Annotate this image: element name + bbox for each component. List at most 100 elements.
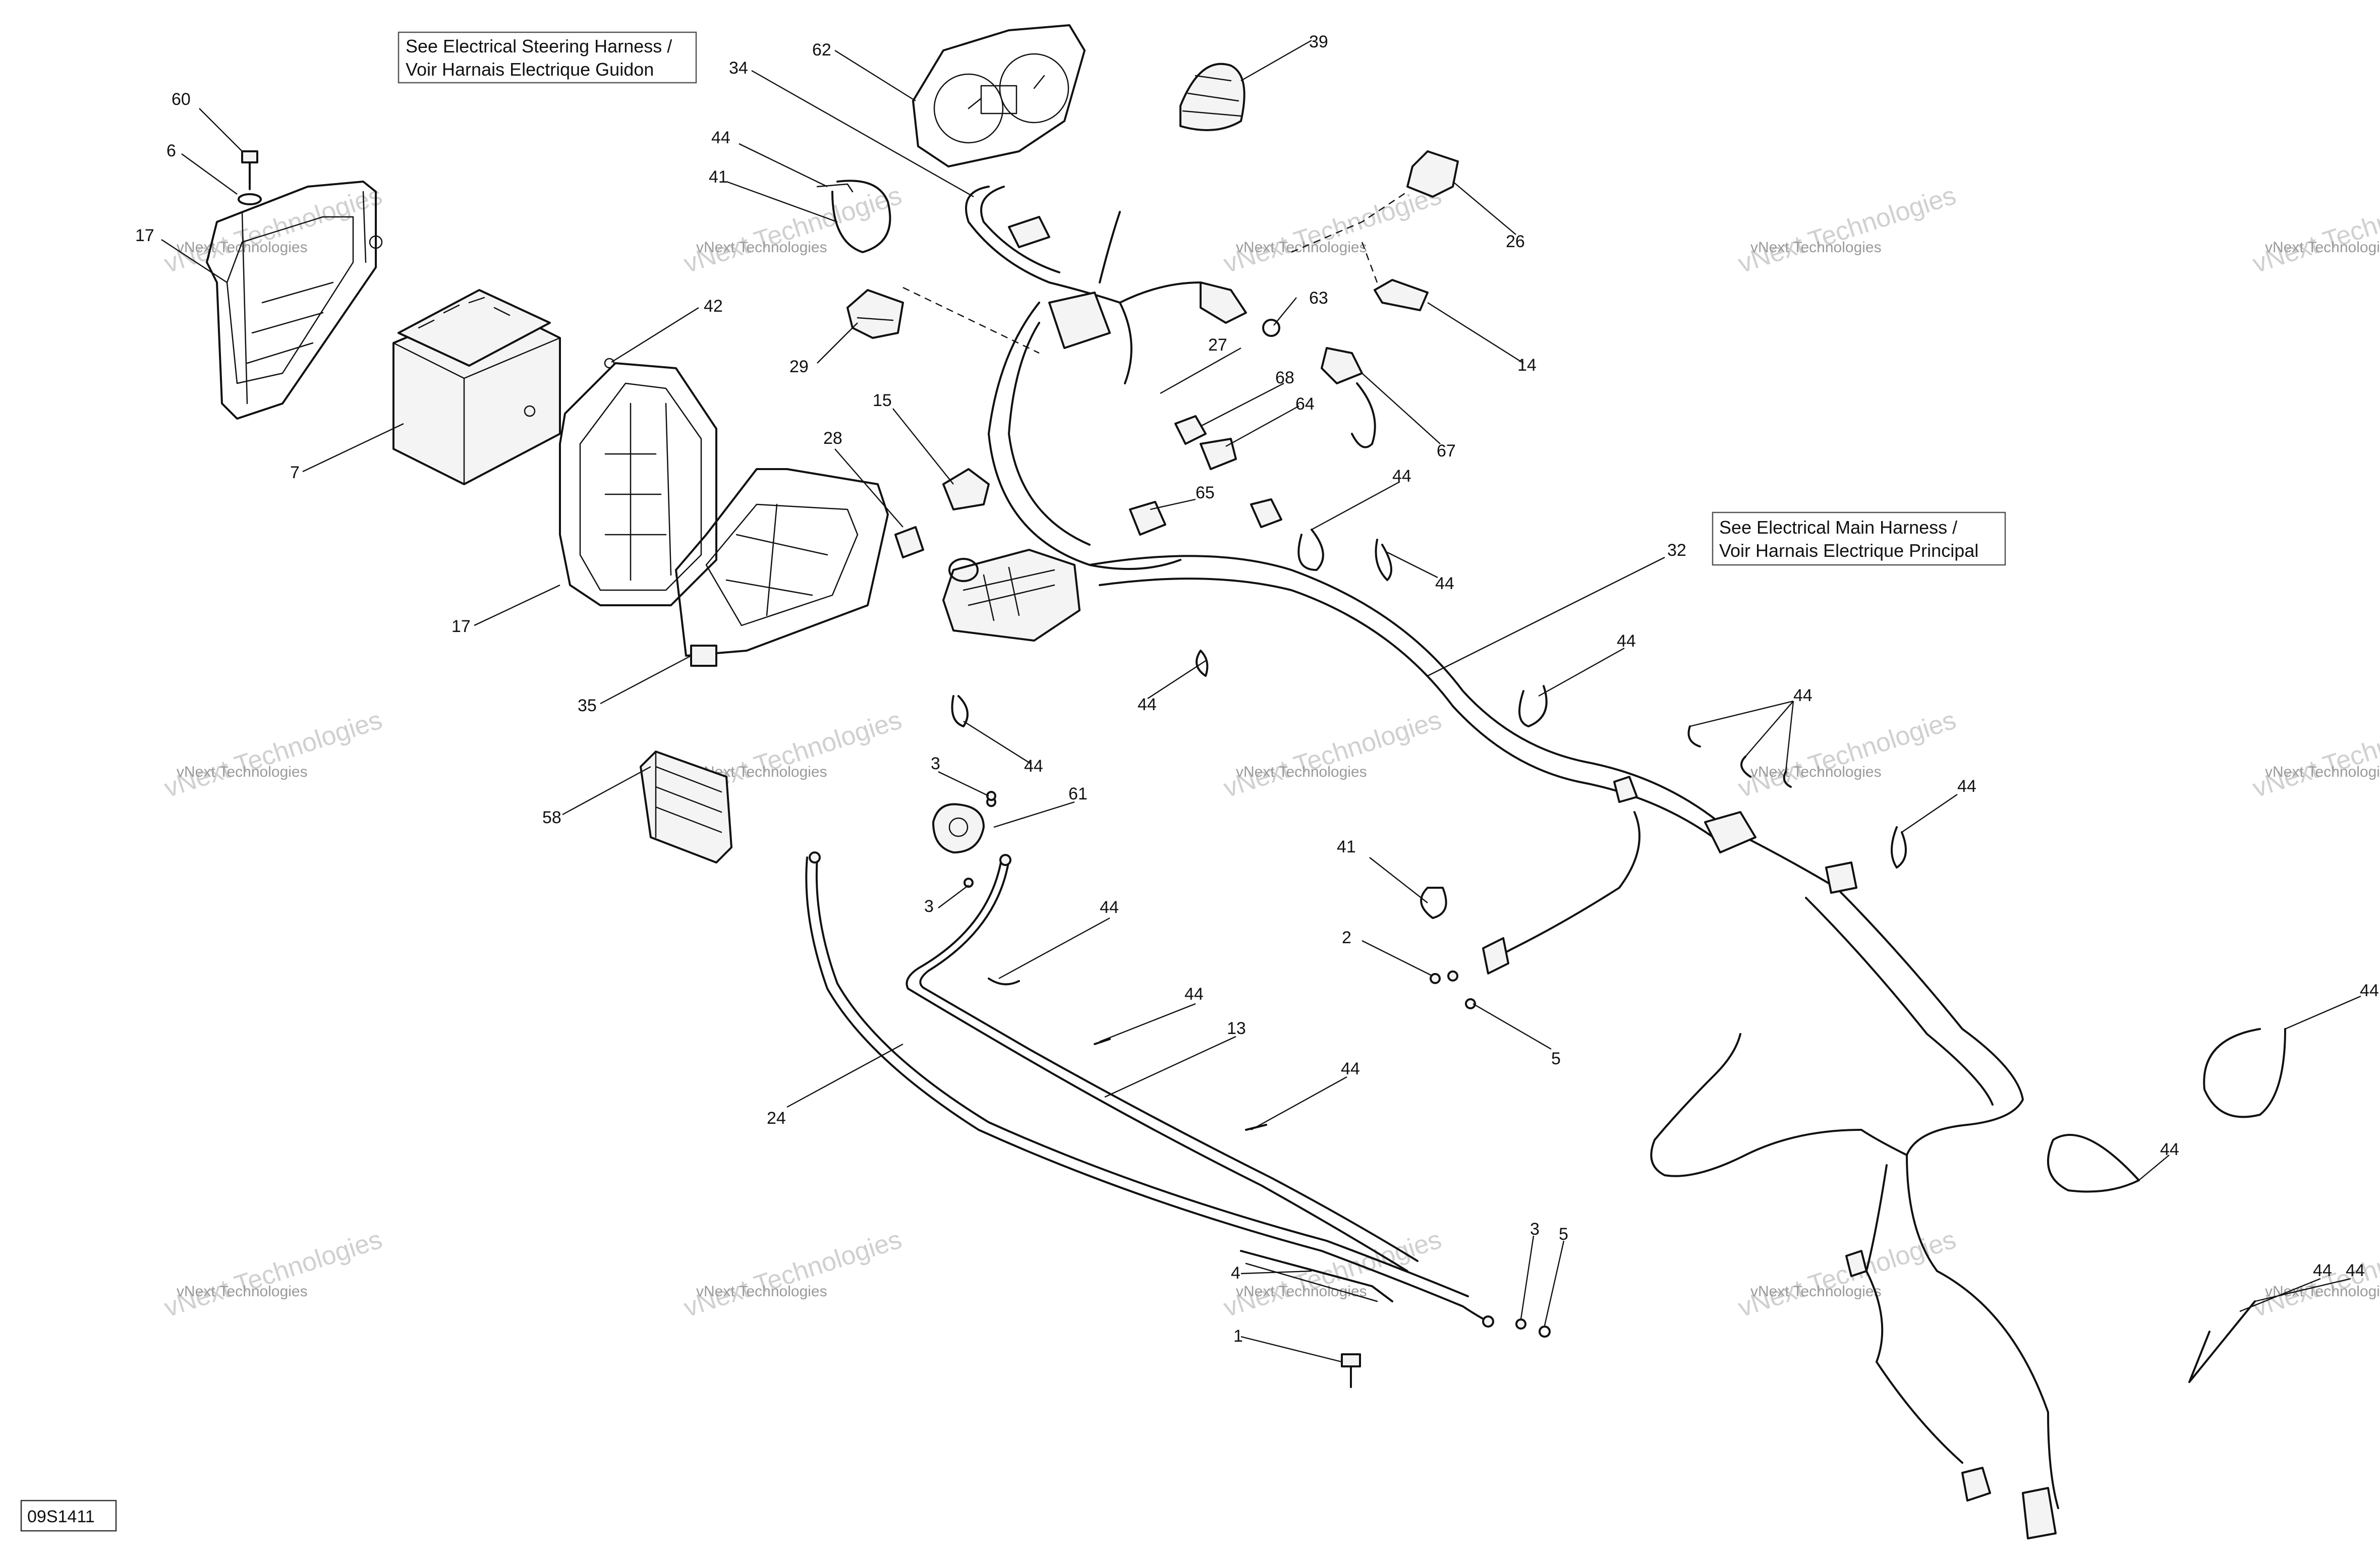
callout-6: 6 <box>166 141 176 160</box>
battery-cover <box>559 358 717 606</box>
bolt-60 <box>241 150 258 190</box>
watermark: vNext Technologies vNext Technologies <box>681 1225 905 1323</box>
watermark-text-large: vNext Technologies <box>1735 1225 1960 1323</box>
watermark-text-small: vNext Technologies <box>2265 239 2380 256</box>
callout-4: 4 <box>1231 1264 1240 1283</box>
watermark-text-large: vNext Technologies <box>161 1225 386 1323</box>
watermark: vNext Technologies vNext Technologies <box>681 181 905 278</box>
callout-44: 44 <box>1435 574 1454 593</box>
callout-44: 44 <box>1392 467 1411 486</box>
watermark: vNext Technologies vNext Technologies <box>1220 1225 1445 1323</box>
callout-44: 44 <box>1184 985 1204 1004</box>
watermark-text-small: vNext Technologies <box>696 1283 827 1300</box>
callout-44: 44 <box>2313 1261 2332 1280</box>
connector-65 <box>1129 498 1282 536</box>
nut-63 <box>1262 319 1280 337</box>
fuse-box <box>942 549 1081 642</box>
watermark-text-small: vNext Technologies <box>1236 764 1367 780</box>
connector-15 <box>942 468 990 510</box>
switch-26 <box>1406 150 1459 198</box>
watermark: vNext Technologies vNext Technologies <box>2249 181 2380 278</box>
watermark-text-large: vNext Technologies <box>1735 705 1960 803</box>
callout-61: 61 <box>1068 784 1088 803</box>
callout-35: 35 <box>578 696 597 715</box>
cable-24 <box>805 851 1494 1328</box>
note-steering-harness: See Electrical Steering Harness / Voir H… <box>398 31 697 84</box>
callout-3: 3 <box>1530 1220 1540 1239</box>
callout-5: 5 <box>1551 1049 1561 1068</box>
washer-5 <box>1465 998 1551 1338</box>
bracket-64 <box>1200 438 1237 470</box>
washer-6 <box>238 193 262 205</box>
note-line: Voir Harnais Electrique Guidon <box>406 59 654 80</box>
watermark-text-large: vNext Technologies <box>1735 181 1960 278</box>
callout-64: 64 <box>1295 394 1315 414</box>
ignition-switch-27 <box>1200 281 1247 324</box>
watermark: vNext Technologies vNext Technologies <box>2249 705 2380 803</box>
callout-28: 28 <box>823 429 842 448</box>
callout-44: 44 <box>1100 898 1119 917</box>
watermark-text-small: vNext Technologies <box>1236 239 1367 256</box>
callout-68: 68 <box>1275 368 1294 387</box>
callout-65: 65 <box>1196 483 1215 502</box>
reference-box <box>20 1500 117 1532</box>
callout-26: 26 <box>1506 232 1525 251</box>
callout-3: 3 <box>924 897 934 916</box>
callout-3: 3 <box>931 754 940 773</box>
callout-44: 44 <box>1617 632 1636 651</box>
watermark-text-large: vNext Technologies <box>681 1225 905 1323</box>
callout-labels: 60 6 17 7 17 42 28 35 58 44 41 34 62 29 … <box>135 32 2379 1346</box>
callout-44: 44 <box>2346 1261 2365 1280</box>
callout-29: 29 <box>789 357 809 376</box>
watermark-text-small: vNext Technologies <box>1750 1283 1882 1300</box>
watermark-text-large: vNext Technologies <box>1220 181 1445 278</box>
note-line: Voir Harnais Electrique Principal <box>1719 540 1978 561</box>
callout-62: 62 <box>812 40 831 60</box>
main-harness-32 <box>988 302 2059 1539</box>
gauge-cluster-62 <box>912 24 1086 167</box>
callout-24: 24 <box>767 1109 786 1128</box>
watermark-text-small: vNext Technologies <box>1750 239 1882 256</box>
callout-1: 1 <box>1233 1327 1243 1346</box>
callout-60: 60 <box>172 90 191 109</box>
callout-44: 44 <box>1024 757 1043 776</box>
cable-13 <box>905 854 1419 1272</box>
watermark-text-small: vNext Technologies <box>177 764 308 780</box>
note-box <box>1712 511 2006 566</box>
callout-44: 44 <box>1138 695 1157 714</box>
watermark-text-large: vNext Technologies <box>681 181 905 278</box>
watermark-text-small: vNext Technologies <box>696 239 827 256</box>
callout-44: 44 <box>2360 981 2379 1000</box>
callout-17: 17 <box>135 226 154 245</box>
callout-15: 15 <box>873 391 892 410</box>
callout-41: 41 <box>709 167 728 187</box>
cable-ties <box>816 180 2286 1383</box>
watermark: vNext Technologies vNext Technologies <box>161 181 386 278</box>
callout-5: 5 <box>1559 1225 1568 1244</box>
battery-tray <box>206 181 383 420</box>
solenoid-61 <box>932 797 996 853</box>
watermark-text-small: vNext Technologies <box>177 1283 308 1300</box>
watermark-text-small: vNext Technologies <box>2265 1283 2380 1300</box>
callout-7: 7 <box>290 463 300 482</box>
watermark: vNext Technologies vNext Technologies <box>1735 1225 1960 1323</box>
watermark-text-small: vNext Technologies <box>1750 764 1882 780</box>
watermark-text-large: vNext Technologies <box>2249 705 2380 803</box>
dashed-links <box>902 191 1408 354</box>
ground-strap-4 <box>1240 1250 1393 1302</box>
callout-41: 41 <box>1337 837 1356 856</box>
callout-39: 39 <box>1309 32 1328 51</box>
watermark: vNext Technologies vNext Technologies <box>1735 181 1960 278</box>
nut-3 <box>964 791 1526 1330</box>
reference-text: 09S1411 <box>27 1507 95 1526</box>
steering-harness-34 <box>965 186 1202 384</box>
callout-44: 44 <box>1957 777 1976 796</box>
watermark: vNext Technologies vNext Technologies <box>161 1225 386 1323</box>
leader-lines <box>161 39 2361 1363</box>
watermark-text-large: vNext Technologies <box>161 705 386 803</box>
callout-13: 13 <box>1227 1019 1246 1038</box>
callout-67: 67 <box>1437 441 1456 461</box>
battery-7 <box>392 289 561 485</box>
callout-32: 32 <box>1667 541 1686 560</box>
